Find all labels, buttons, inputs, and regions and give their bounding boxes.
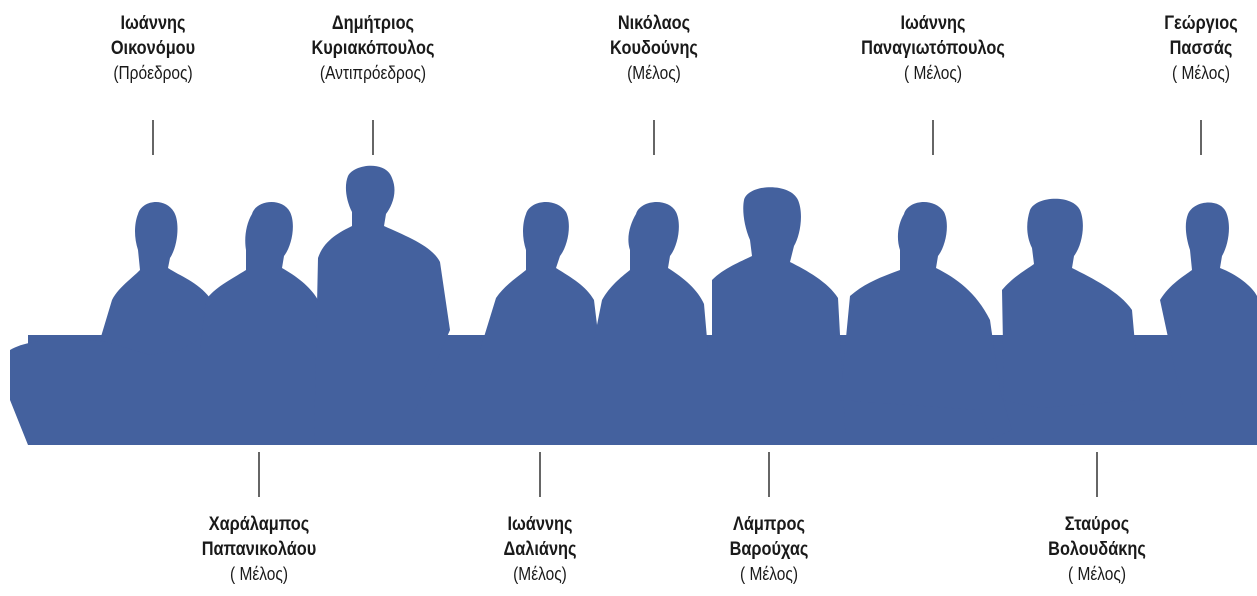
member-role: ( Μέλος) (904, 63, 962, 83)
member-label-varouchas: Λάμπρος Βαρούχας ( Μέλος) (649, 512, 889, 587)
member-role: ( Μέλος) (1172, 63, 1230, 83)
silhouette-person-9 (1160, 202, 1257, 440)
member-first-name: Χαράλαμπος (208, 514, 310, 535)
member-label-voloudakis: Σταύρος Βολουδάκης ( Μέλος) (977, 512, 1217, 587)
silhouette-left-arm (10, 339, 140, 445)
member-first-name: Σταύρος (1064, 514, 1130, 535)
member-last-name: Παπανικολάου (201, 539, 317, 560)
member-label-panagiotopoulos: Ιωάννης Παναγιωτόπουλος ( Μέλος) (813, 11, 1053, 86)
silhouette-person-3 (314, 165, 450, 446)
member-role: ( Μέλος) (740, 564, 798, 584)
member-last-name: Βαρούχας (729, 539, 809, 560)
member-role: ( Μέλος) (230, 564, 288, 584)
member-label-dalianis: Ιωάννης Δαλιάνης (Μέλος) (420, 512, 660, 587)
member-label-papanikolaou: Χαράλαμπος Παπανικολάου ( Μέλος) (139, 512, 379, 587)
member-last-name: Παναγιωτόπουλος (861, 38, 1005, 59)
member-first-name: Ιωάννης (900, 13, 966, 34)
member-role: (Πρόεδρος) (113, 63, 193, 83)
member-first-name: Γεώργιος (1164, 13, 1238, 34)
member-label-oikonomou: Ιωάννης Οικονόμου (Πρόεδρος) (33, 11, 273, 86)
member-last-name: Πασσάς (1169, 38, 1233, 59)
silhouette-person-4 (480, 202, 600, 350)
silhouette-person-8 (1002, 198, 1140, 408)
member-last-name: Κυριακόπουλος (311, 38, 435, 59)
member-first-name: Λάμπρος (732, 514, 806, 535)
member-last-name: Δαλιάνης (503, 539, 577, 560)
member-first-name: Ιωάννης (507, 514, 573, 535)
member-role: (Μέλος) (513, 564, 567, 584)
member-last-name: Οικονόμου (110, 38, 196, 59)
silhouette-person-7 (840, 202, 1012, 440)
member-label-koudounis: Νικόλαος Κουδούνης (Μέλος) (534, 11, 774, 86)
connector-lines (152, 120, 1202, 497)
member-label-passas: Γεώργιος Πασσάς ( Μέλος) (1081, 11, 1257, 86)
member-last-name: Κουδούνης (610, 38, 698, 59)
member-last-name: Βολουδάκης (1048, 539, 1146, 560)
member-first-name: Ιωάννης (120, 13, 186, 34)
member-role: (Μέλος) (627, 63, 681, 83)
silhouette-group (10, 165, 1257, 446)
member-label-kyriakopoulos: Δημήτριος Κυριακόπουλος (Αντιπρόεδρος) (253, 11, 493, 86)
member-role: (Αντιπρόεδρος) (319, 63, 427, 83)
member-first-name: Δημήτριος (331, 13, 415, 34)
member-first-name: Νικόλαος (617, 13, 691, 34)
silhouette-person-1 (100, 202, 216, 355)
silhouette-person-5 (592, 202, 708, 350)
member-role: ( Μέλος) (1068, 564, 1126, 584)
silhouette-person-6 (712, 187, 846, 445)
silhouette-person-2 (200, 202, 322, 350)
